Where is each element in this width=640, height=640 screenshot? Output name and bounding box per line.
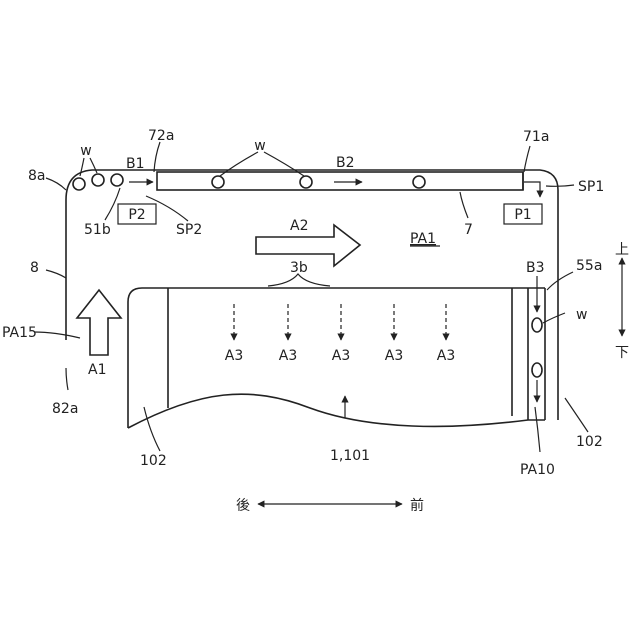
workpiece-circle <box>300 176 312 188</box>
label-w: w <box>576 307 587 323</box>
label-a3: A3 <box>385 348 403 364</box>
leader-lines <box>34 142 588 452</box>
a3-arrows <box>234 304 446 340</box>
label-102-left: 102 <box>140 453 167 469</box>
label-1101: 1,101 <box>330 448 370 464</box>
label-7: 7 <box>464 222 473 238</box>
label-8: 8 <box>30 260 39 276</box>
label-51b: 51b <box>84 222 111 238</box>
label-sp2: SP2 <box>176 222 202 238</box>
workpiece-ellipse <box>532 363 542 377</box>
workpiece-circle <box>92 174 104 186</box>
label-w: w <box>80 143 91 159</box>
label-b1: B1 <box>126 156 145 172</box>
label-b3: B3 <box>526 260 545 276</box>
label-pa15: PA15 <box>2 325 37 341</box>
label-a3: A3 <box>225 348 243 364</box>
label-102-right: 102 <box>576 434 603 450</box>
label-pa1: PA1 <box>410 231 436 247</box>
workpiece-circle <box>73 178 85 190</box>
direction-label-down: 下 <box>615 345 629 361</box>
label-a3: A3 <box>279 348 297 364</box>
label-a2: A2 <box>290 218 308 234</box>
label-82a: 82a <box>52 401 78 417</box>
label-a1: A1 <box>88 362 106 378</box>
arrow-drop-sp1 <box>524 182 540 197</box>
label-a3: A3 <box>332 348 350 364</box>
arrow-a1 <box>77 290 121 355</box>
label-w: w <box>254 138 265 154</box>
lower-unit-wavy-cut <box>128 394 545 428</box>
label-a3: A3 <box>437 348 455 364</box>
workpiece-ellipse <box>532 318 542 332</box>
direction-label-back: 後 <box>236 498 250 514</box>
workpiece-circle <box>413 176 425 188</box>
direction-label-up: 上 <box>615 242 629 258</box>
label-b2: B2 <box>336 155 355 171</box>
box-p2-label: P2 <box>128 207 145 223</box>
label-55a: 55a <box>576 258 602 274</box>
direction-label-front: 前 <box>410 497 424 514</box>
box-p1-label: P1 <box>514 207 531 223</box>
label-sp1: SP1 <box>578 179 604 195</box>
label-71a: 71a <box>523 129 549 145</box>
label-72a: 72a <box>148 128 174 144</box>
label-pa10: PA10 <box>520 462 555 478</box>
workpiece-circle <box>212 176 224 188</box>
label-3b: 3b <box>290 260 308 276</box>
workpiece-circle <box>111 174 123 186</box>
label-8a: 8a <box>28 168 46 184</box>
